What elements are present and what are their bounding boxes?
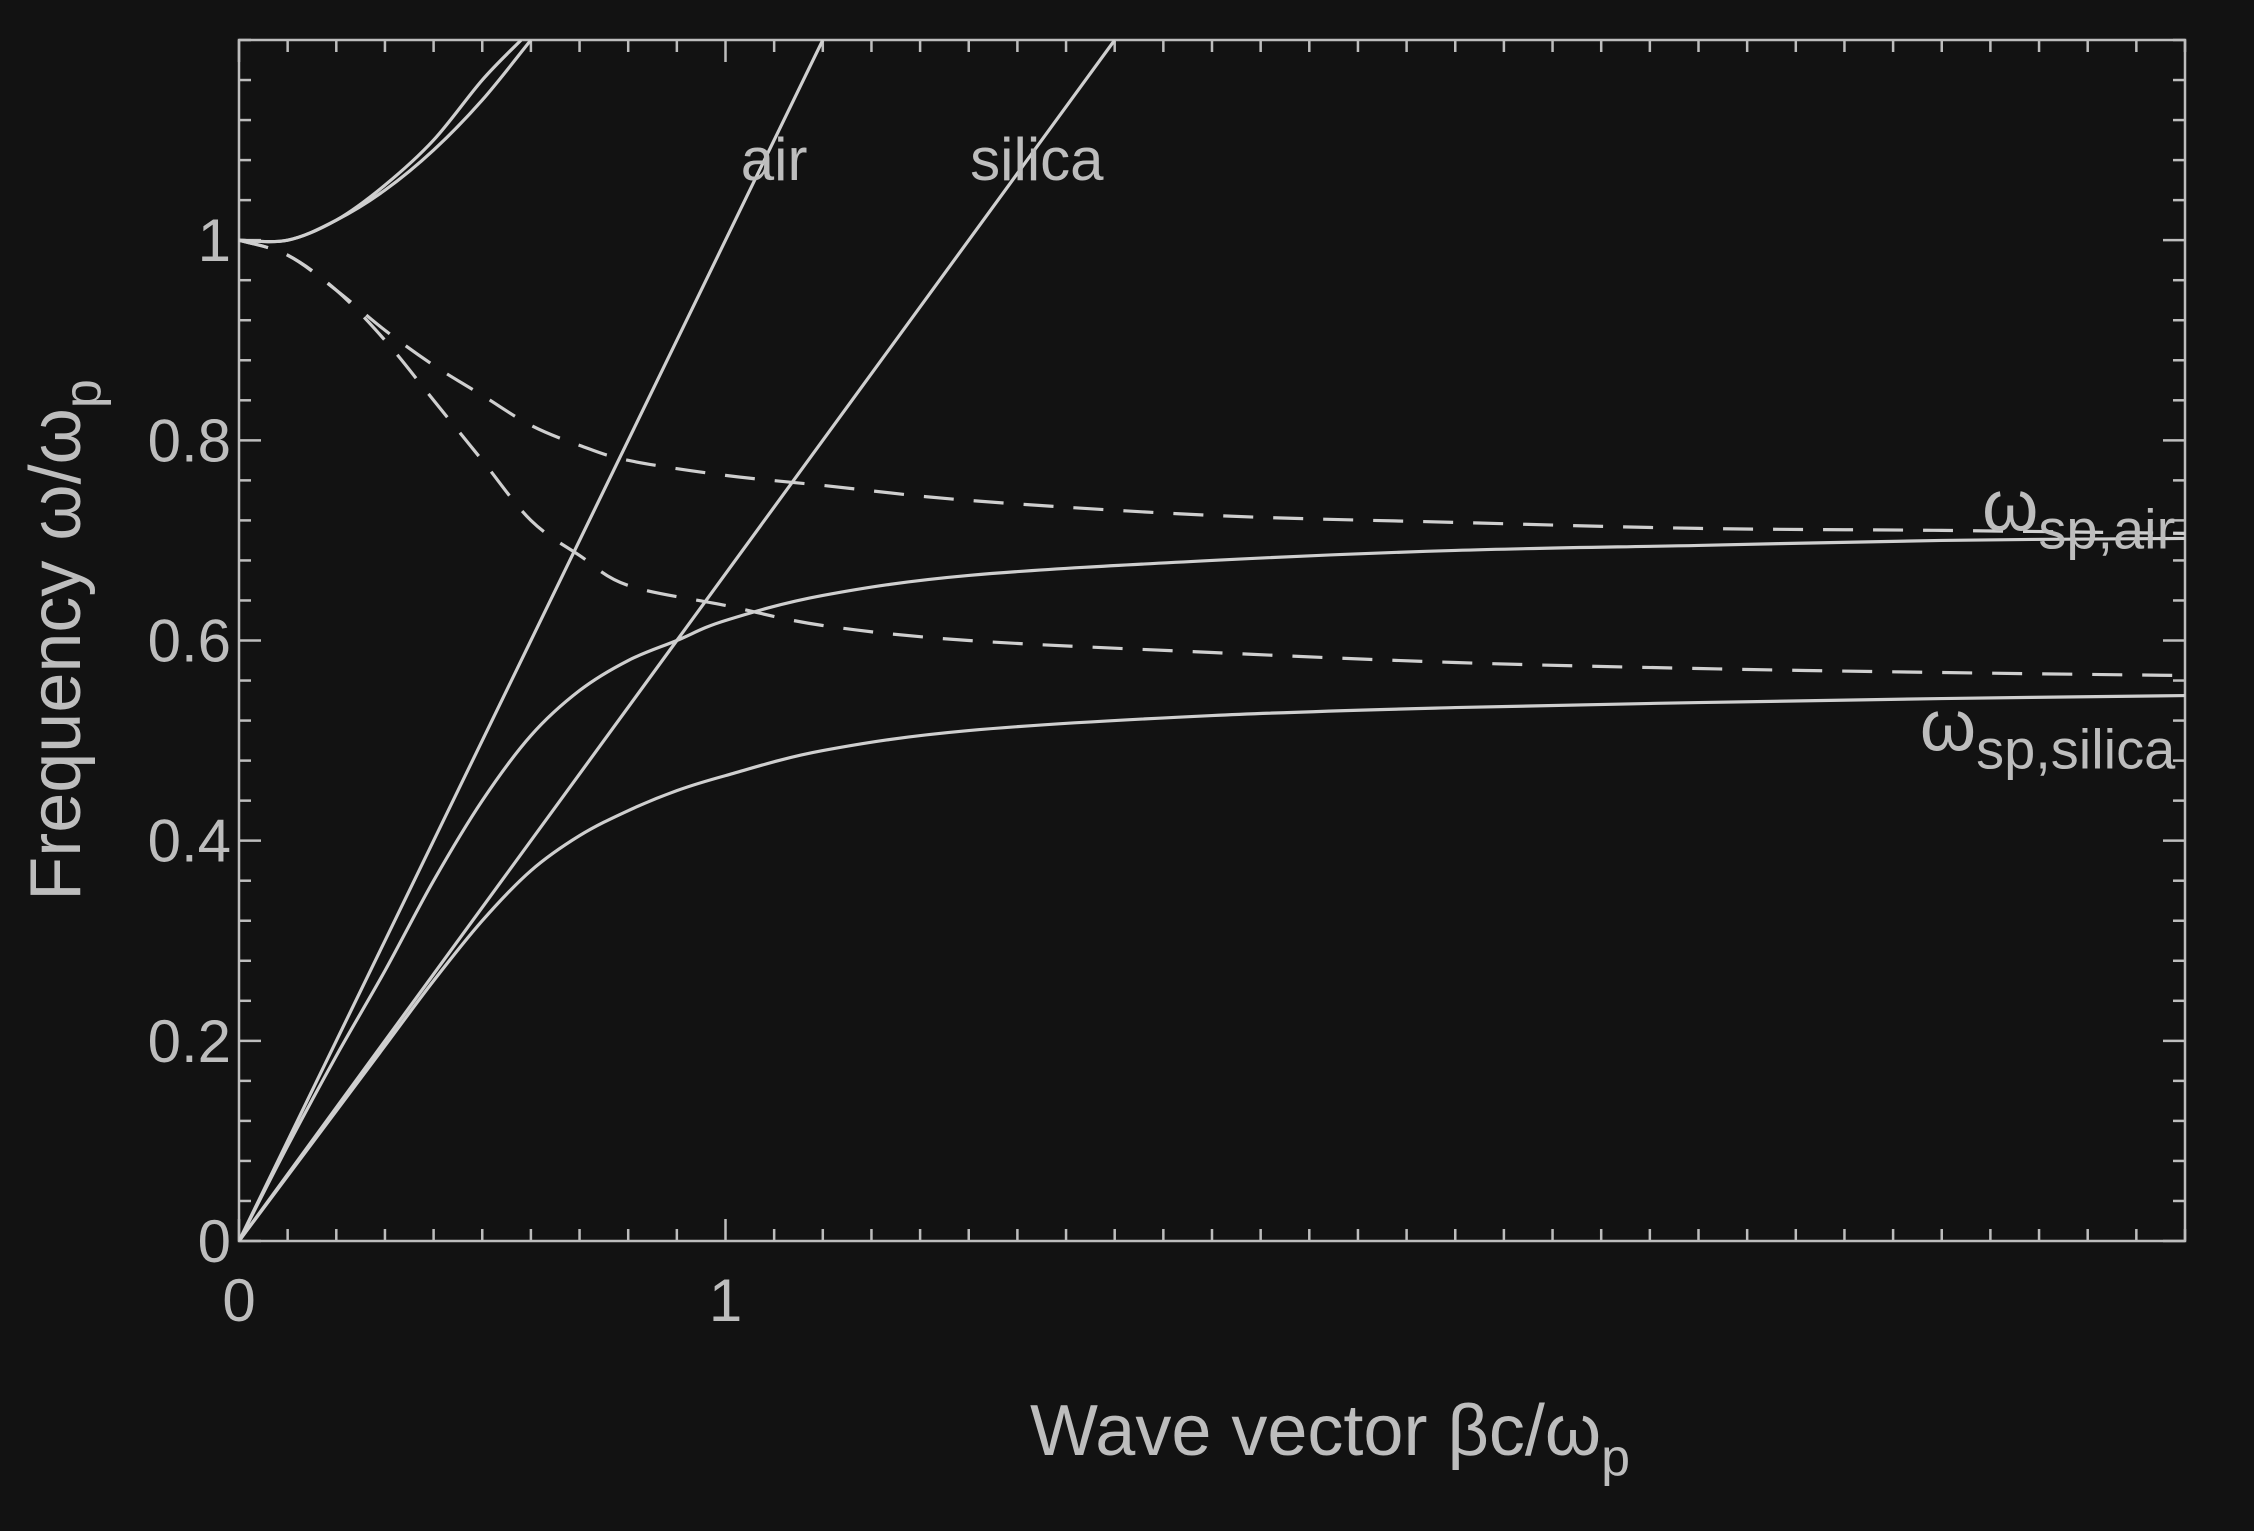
- y-tick-label: 0: [198, 1208, 231, 1275]
- solid-curve-3: [239, 40, 523, 244]
- annotations: air silica ωsp,air ωsp,silica: [741, 126, 2176, 780]
- tick-labels: 0 1 0 0.2 0.4 0.6 0.8 1: [148, 207, 743, 1334]
- y-tick-label: 1: [198, 207, 231, 274]
- x-tick-label: 1: [709, 1267, 742, 1334]
- x-axis-label: Wave vector βc/ωp: [1030, 1391, 1630, 1487]
- y-tick-label: 0.2: [148, 1008, 231, 1075]
- y-axis-label: Frequency ω/ωp: [16, 379, 112, 901]
- x-tick-label: 0: [222, 1267, 255, 1334]
- ticks: [237, 38, 2187, 1243]
- annotation-air: air: [741, 126, 808, 193]
- annotation-spair: ωsp,air: [1982, 466, 2175, 560]
- solid-curve-2: [239, 40, 533, 244]
- y-tick-label: 0.4: [148, 808, 231, 875]
- y-tick-label: 0.8: [148, 407, 231, 474]
- annotation-silica: silica: [970, 126, 1104, 193]
- solid-curve-4: [239, 536, 2185, 1241]
- curves: [239, 40, 2185, 1241]
- y-tick-label: 0.6: [148, 608, 231, 675]
- dashed-curve-6: [239, 238, 2185, 536]
- solid-curve-5: [239, 693, 2185, 1241]
- air-light-line: [239, 40, 825, 1241]
- dashed-curve-7: [239, 238, 2185, 678]
- annotation-spsilica: ωsp,silica: [1920, 687, 2176, 781]
